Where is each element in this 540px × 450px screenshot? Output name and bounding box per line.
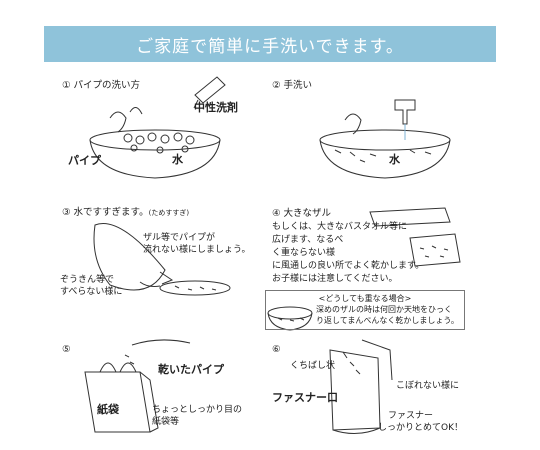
step4-text-5: お子様には注意してください。: [272, 274, 398, 284]
step5-paperbag-illustration: [84, 339, 191, 433]
step2-water-label: 水: [389, 153, 400, 166]
step4-note-title: <どうしても重なる場合>: [318, 294, 412, 303]
step4-text-1: もしくは、大きなバスタオル等に: [272, 222, 408, 232]
step1-bowl-illustration: [89, 76, 226, 179]
step5-bag-note-2: 紙袋等: [152, 417, 180, 427]
step3-sponge-note-2: すべらない様に: [60, 287, 123, 297]
step1-title: ① パイプの洗い方: [62, 80, 141, 91]
step4-text-2: 広げます、なるべ: [272, 235, 344, 245]
step3-title-main: ③ 水ですすぎます。: [62, 207, 149, 218]
step3-colander-note-1: ザル等でパイプが: [143, 233, 216, 243]
step4-text-3: く重ならない様: [272, 248, 336, 258]
step5-title: ⑤: [62, 344, 71, 355]
page-title-banner: ご家庭で簡単に手洗いできます。: [44, 26, 496, 62]
step1-detergent-label: 中性洗剤: [194, 101, 238, 114]
step1-water-label: 水: [172, 153, 183, 166]
step4-note-box: <どうしても重なる場合> 深めのザルの時は何回か天地をひっく り返してまんべんな…: [265, 290, 465, 330]
step2-title: ② 手洗い: [272, 80, 313, 91]
step3-sponge-note-1: ぞうきん等で: [60, 275, 115, 285]
page-title: ご家庭で簡単に手洗いできます。: [136, 36, 404, 57]
step2-bowl-illustration: [319, 99, 451, 179]
step6-zipperbag-illustration: [329, 339, 393, 434]
step3-colander-note-2: 流れない様にしましょう。: [143, 245, 251, 255]
step3-title-note: (ためすすぎ): [148, 209, 190, 217]
step6-spout-label: くちばし状: [290, 361, 336, 371]
step3-colander-illustration: [93, 223, 231, 296]
step4-note-line-1: 深めのザルの時は何回か天地をひっく: [316, 305, 452, 314]
step4-towel-illustration: [267, 207, 461, 331]
step4-note-line-2: り返してまんべんなく乾かしましょう。: [316, 316, 459, 325]
step6-no-spill-label: こぼれない様に: [396, 381, 460, 391]
step4-title: ④ 大きなザル: [272, 208, 332, 219]
step6-close-note-1: ファスナー: [388, 411, 434, 421]
step6-zipper-mouth-label: ファスナー口: [272, 391, 338, 404]
step5-paperbag-label: 紙袋: [97, 403, 119, 416]
step5-dried-pipe-label: 乾いたパイプ: [158, 363, 224, 376]
step3-title: ③ 水ですすぎます。(ためすすぎ): [62, 207, 189, 219]
step5-bag-note-1: ちょっとしっかり目の: [152, 405, 243, 415]
step6-title: ⑥: [272, 344, 281, 355]
step4-text-4: に風通しの良い所でよく乾かします。: [272, 261, 425, 271]
step6-close-note-2: しっかりとめてOK！: [378, 423, 463, 433]
step1-pipe-label: パイプ: [68, 154, 101, 167]
